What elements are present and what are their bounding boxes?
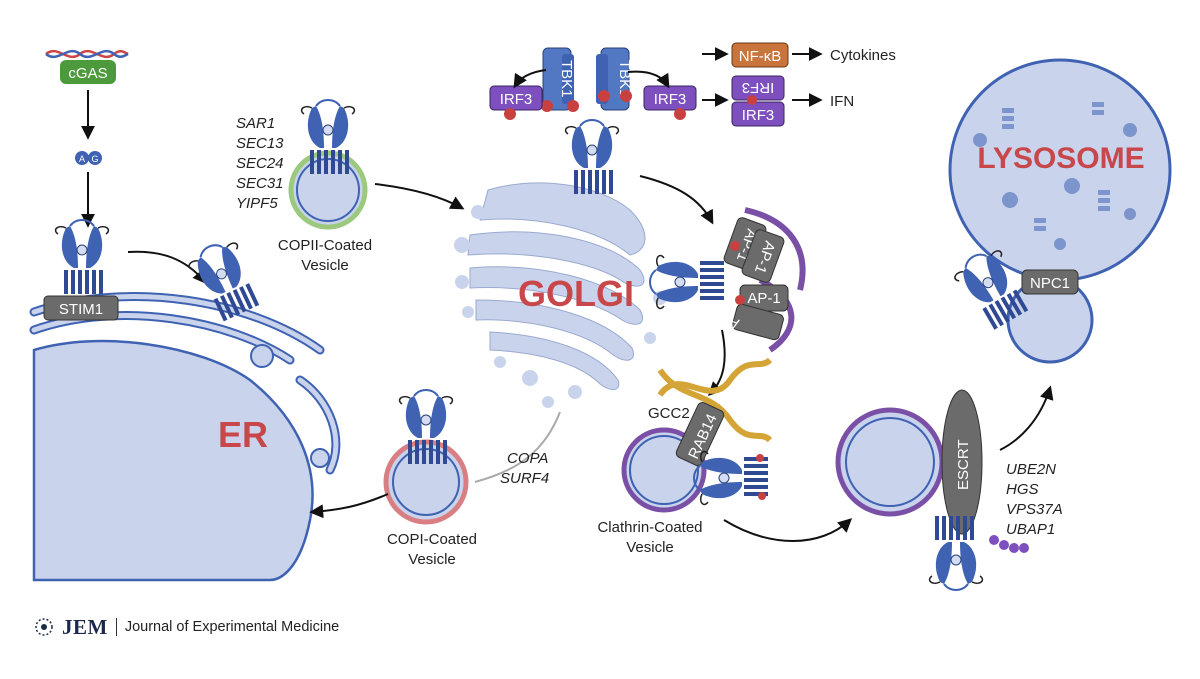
copii-vesicle: SAR1 SEC13 SEC24 SEC31 YIPF5 COPII-Coate…	[236, 99, 465, 274]
copii-gene-1: SEC13	[236, 135, 284, 152]
escrt-gene-0: UBE2N	[1006, 461, 1056, 478]
ap1-box-4	[732, 303, 784, 341]
cgas-box	[60, 60, 116, 84]
lysosome-organelle: LYSOSOME NPC1	[948, 58, 1172, 364]
journal-brand: JEM	[62, 614, 108, 639]
irf3-label-right: IRF3	[654, 91, 687, 108]
copi-vesicle: COPA SURF4 COPI-Coated Vesicle	[309, 389, 561, 568]
copii-gene-4: YIPF5	[236, 195, 278, 212]
stim1-box	[43, 295, 119, 321]
clathrin-label-line2: Vesicle	[626, 539, 674, 556]
escrt-gene-2: VPS37A	[1006, 501, 1063, 518]
copi-gene-1: SURF4	[500, 470, 549, 487]
nfkb-label: NF-κB	[739, 48, 782, 65]
footer-divider	[115, 618, 117, 636]
cgas-label: cGAS	[68, 65, 107, 82]
nfkb-box	[731, 42, 789, 68]
journal-footer: JEM Journal of Experimental Medicine	[34, 614, 339, 640]
transcription-output-group: NF-κB Cytokines IRF3 IRF3 IFN	[702, 42, 896, 127]
golgi-organelle: GOLGI	[454, 182, 667, 408]
ap1-budding-group: AP-1 AP-1 AP-1 AP-1	[649, 207, 806, 396]
copii-label-line2: Vesicle	[301, 257, 349, 274]
copii-gene-0: SAR1	[236, 115, 275, 132]
ap1-box-2	[741, 229, 785, 283]
gcc2-label: GCC2	[648, 405, 690, 422]
cgas-dna-group: cGAS A G	[45, 49, 129, 228]
ap1-label-3: AP-1	[747, 290, 780, 307]
escrt-label: ESCRT	[955, 439, 972, 490]
irf3-box-right	[643, 85, 697, 111]
irf3-label-left: IRF3	[500, 91, 533, 108]
tbk1-label-left: TBK1	[558, 60, 575, 98]
irf3-dimer-top	[731, 75, 785, 101]
irf3-dimer-bottom-label: IRF3	[742, 107, 775, 124]
copi-gene-0: COPA	[507, 450, 548, 467]
copi-label-line2: Vesicle	[408, 551, 456, 568]
cgamp-icon: A G	[75, 151, 102, 165]
copii-gene-2: SEC24	[236, 155, 284, 172]
jem-logo-icon	[35, 618, 53, 636]
er-label: ER	[218, 414, 268, 455]
copii-label-line1: COPII-Coated	[278, 237, 372, 254]
lysosome-label: LYSOSOME	[977, 142, 1144, 175]
cgamp-a-label: A	[79, 154, 85, 164]
escrt-mvb-group: ESCRT UBE2N HGS VPS37A UBAP1	[835, 385, 1063, 591]
sting-er-group: STIM1	[43, 219, 266, 326]
rab14-box	[675, 402, 725, 466]
irf3-dimer-top-label: IRF3	[742, 79, 775, 96]
npc1-box	[1021, 269, 1079, 295]
copii-genes: SAR1 SEC13 SEC24 SEC31 YIPF5	[236, 115, 284, 212]
clathrin-vesicle: GCC2 RAB14 Clathrin-Coated Vesicle	[597, 357, 853, 556]
tbk1-label-right: TBK1	[616, 60, 633, 98]
golgi-label: GOLGI	[518, 273, 634, 314]
stim1-label: STIM1	[59, 301, 103, 318]
escrt-gene-3: UBAP1	[1006, 521, 1055, 538]
cgamp-g-label: G	[91, 154, 98, 164]
escrt-gene-1: HGS	[1006, 481, 1039, 498]
irf3-dimer-bottom	[731, 101, 785, 127]
copii-gene-3: SEC31	[236, 175, 284, 192]
er-organelle: ER	[29, 292, 341, 582]
ifn-label: IFN	[830, 93, 854, 110]
tbk1-signaling-group: TBK1 TBK1 IRF3 IRF3	[489, 47, 697, 195]
npc1-label: NPC1	[1030, 275, 1070, 292]
cytokines-label: Cytokines	[830, 47, 896, 64]
journal-name: Journal of Experimental Medicine	[124, 619, 340, 635]
escrt-box	[941, 389, 983, 535]
copi-label-line1: COPI-Coated	[387, 531, 477, 548]
clathrin-label-line1: Clathrin-Coated	[597, 519, 702, 536]
